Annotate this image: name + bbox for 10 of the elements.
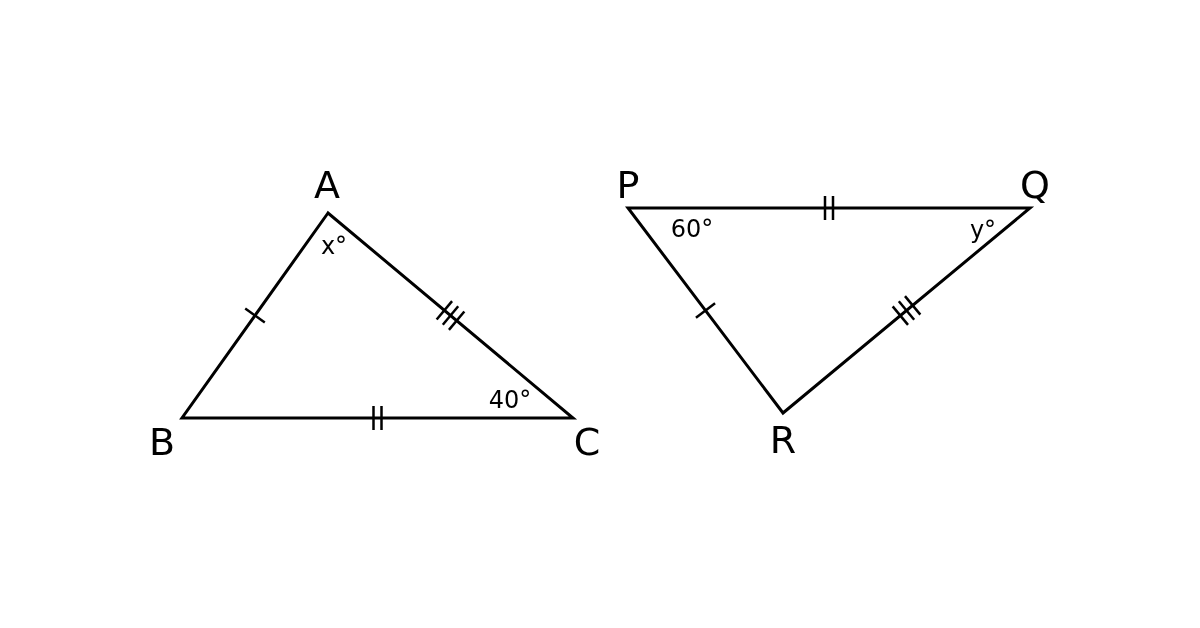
- vertex-label: Q: [1020, 166, 1050, 204]
- vertex-label: P: [616, 166, 640, 204]
- angle-label: 40°: [488, 388, 532, 412]
- vertex-label: R: [769, 421, 797, 459]
- angle-label: 60°: [670, 217, 714, 241]
- angle-label: x°: [320, 234, 348, 258]
- vertex-label: A: [314, 166, 340, 204]
- vertex-label: C: [573, 423, 601, 461]
- vertex-label: B: [148, 423, 176, 461]
- angle-label: y°: [969, 218, 997, 242]
